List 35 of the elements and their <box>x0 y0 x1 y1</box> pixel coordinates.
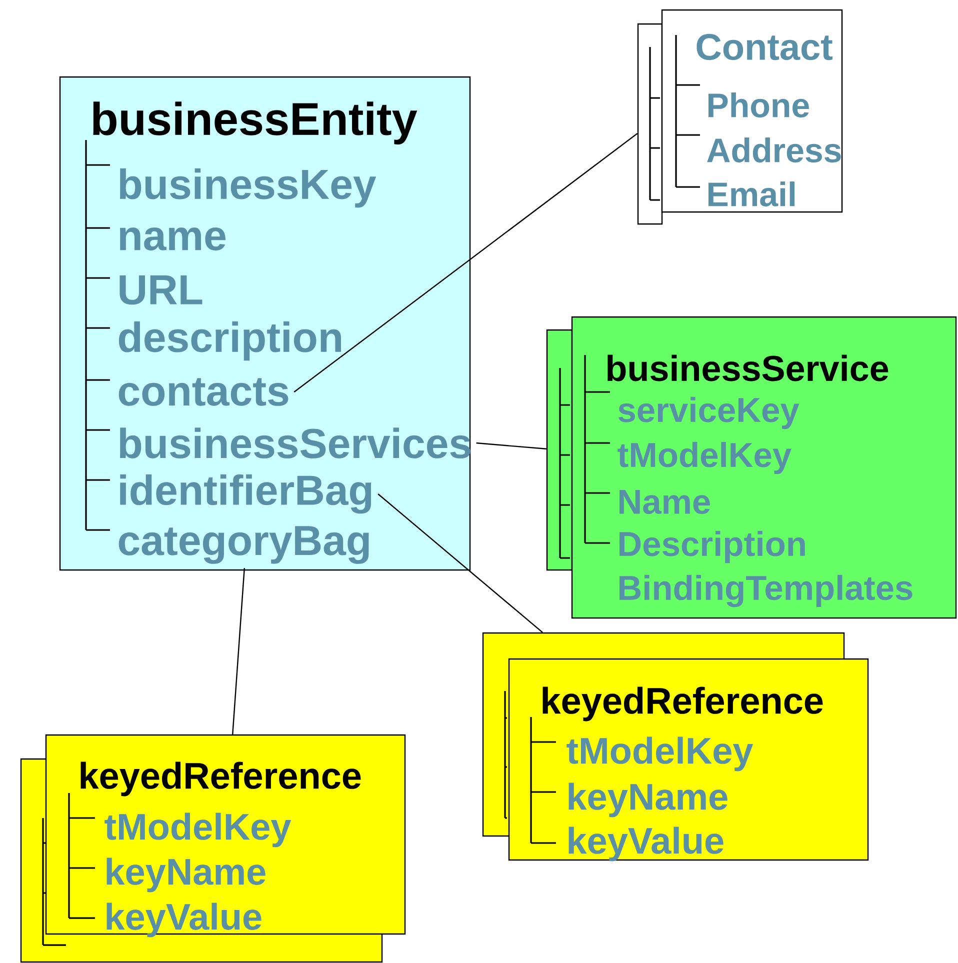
field-label: serviceKey <box>618 396 800 430</box>
card-heading: keyedReference <box>80 762 361 796</box>
connector-line <box>294 133 638 392</box>
field-label: tModelKey <box>104 812 292 848</box>
field-label: Contact <box>696 34 832 60</box>
field-label: businessKey <box>120 168 376 208</box>
field-label: categoryBag <box>118 526 369 564</box>
field-label: BindingTemplates <box>620 574 912 608</box>
card <box>508 658 869 862</box>
field-label: identifierBag <box>120 474 372 514</box>
card <box>59 76 471 571</box>
connector-line <box>378 494 543 633</box>
card <box>637 23 663 225</box>
card <box>546 329 573 571</box>
field-label: URL <box>120 275 202 305</box>
field-label: Phone <box>708 92 809 118</box>
field-label: Address <box>707 138 841 162</box>
field-label: keyValue <box>106 902 262 938</box>
card <box>45 734 406 938</box>
field-label: Description <box>620 530 805 564</box>
field-label: tModelKey <box>566 736 754 772</box>
field-label: tModelKey <box>618 442 792 474</box>
field-label: keyName <box>106 858 266 892</box>
connector-line <box>232 568 246 734</box>
field-label: keyValue <box>568 826 724 862</box>
card-heading: businessEntity <box>93 102 418 144</box>
connector-line <box>476 442 546 450</box>
card-heading: businessService <box>608 354 888 382</box>
field-label: description <box>118 321 341 361</box>
field-label: contacts <box>118 378 288 406</box>
field-label: Email <box>708 182 794 206</box>
field-label: name <box>120 228 226 251</box>
field-label: keyName <box>568 782 728 818</box>
card-heading: keyedReference <box>542 686 823 722</box>
field-label: Name <box>620 490 710 514</box>
